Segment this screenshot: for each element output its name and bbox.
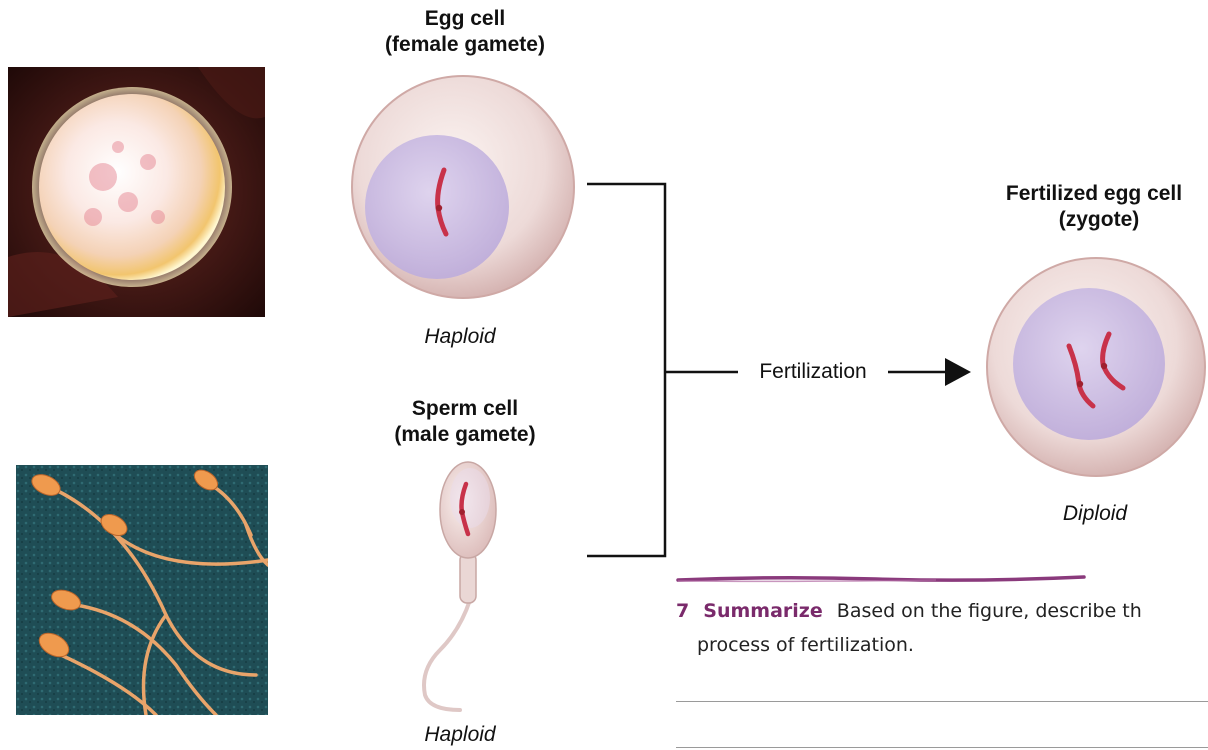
section-divider [676, 572, 1086, 586]
sperm-cell-title-line1: Sperm cell [340, 396, 590, 422]
sperm-cell-illustration [400, 460, 510, 715]
question-keyword: Summarize [703, 600, 822, 622]
question-number: 7 [676, 600, 689, 622]
sperm-cell-title-line2: (male gamete) [340, 422, 590, 448]
question-line1: 7 Summarize Based on the figure, describ… [676, 594, 1142, 628]
egg-cell-photo [8, 67, 265, 317]
zygote-ploidy: Diploid [1020, 502, 1170, 526]
egg-cell-ploidy: Haploid [380, 325, 540, 349]
egg-cell-title-line2: (female gamete) [340, 32, 590, 58]
zygote-illustration [985, 256, 1207, 478]
sperm-cell-photo [16, 465, 268, 715]
sperm-cell-title: Sperm cell (male gamete) [340, 396, 590, 448]
fertilization-label: Fertilization [738, 359, 888, 385]
zygote-title: Fertilized egg cell (zygote) [980, 181, 1208, 233]
sperm-cell-ploidy: Haploid [380, 723, 540, 747]
egg-cell-illustration [350, 74, 576, 300]
egg-cell-title: Egg cell (female gamete) [340, 6, 590, 58]
egg-cell-title-line1: Egg cell [340, 6, 590, 32]
question-text-line1: Based on the figure, describe th [837, 600, 1142, 622]
arrowhead-icon [945, 358, 971, 386]
zygote-title-line1: Fertilized egg cell [980, 181, 1208, 207]
zygote-title-line2: (zygote) [980, 207, 1208, 233]
question-line2: process of fertilization. [697, 628, 914, 662]
question-text-line2: process of fertilization. [697, 634, 914, 656]
answer-line-2[interactable] [676, 747, 1208, 748]
answer-line-1[interactable] [676, 701, 1208, 702]
